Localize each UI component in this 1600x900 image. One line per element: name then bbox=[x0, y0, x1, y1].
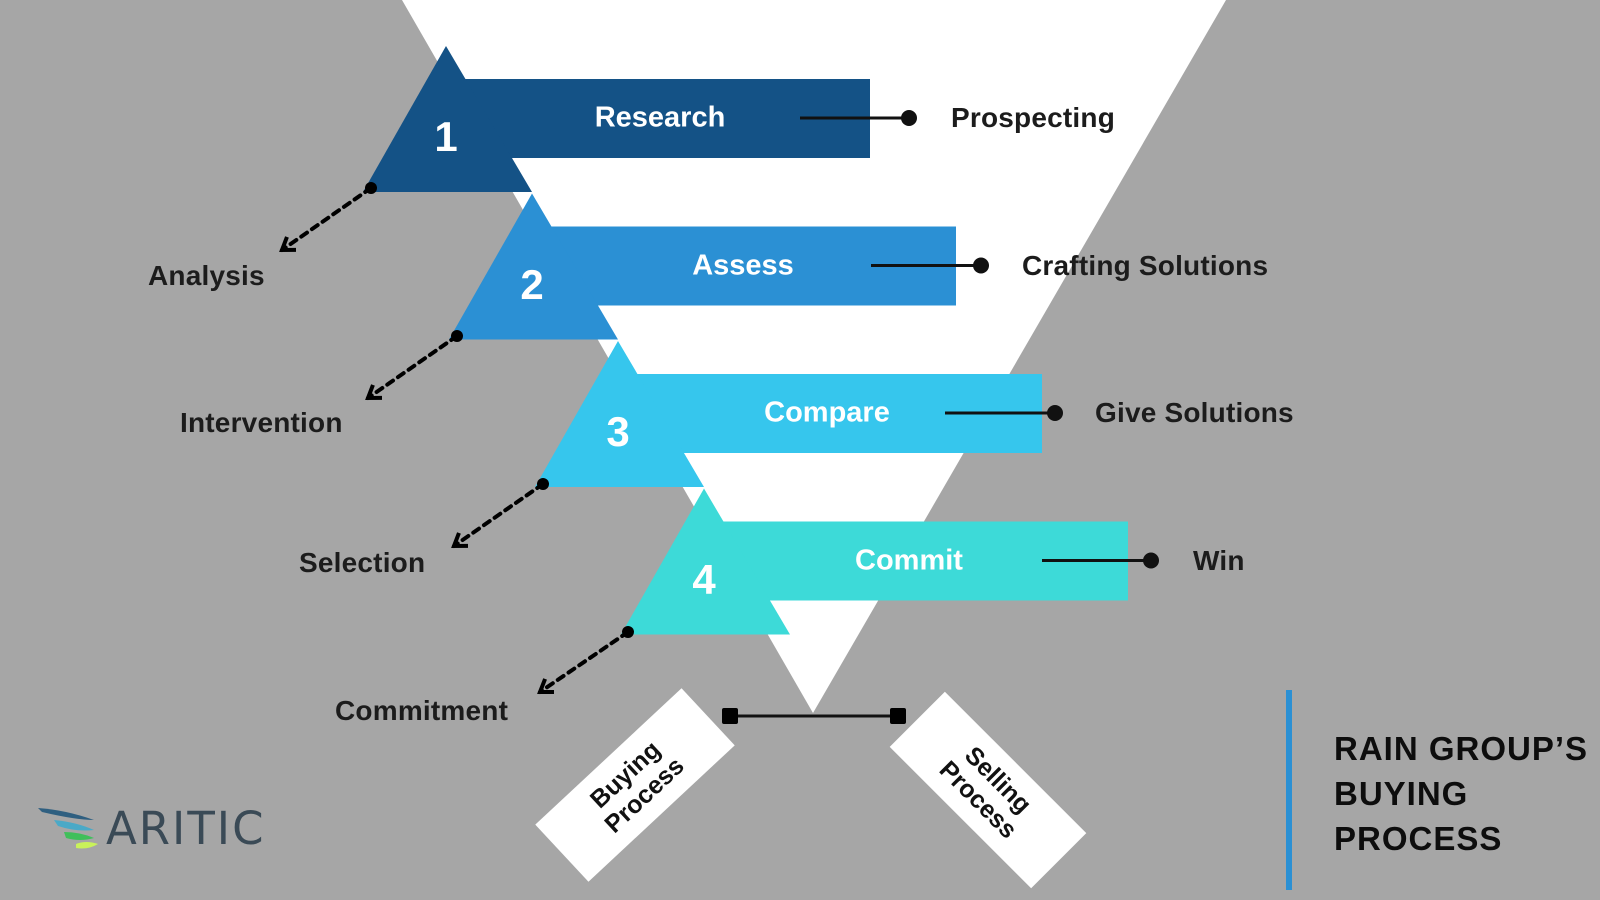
arrow-head-icon bbox=[365, 384, 383, 401]
arrow-head-icon bbox=[279, 236, 297, 253]
step-triangle bbox=[363, 46, 532, 192]
stage-arrow-dot bbox=[365, 182, 377, 194]
step-label: Compare bbox=[764, 396, 890, 429]
selling-outcome-label: Prospecting bbox=[951, 102, 1116, 133]
arrow-head-icon bbox=[537, 678, 555, 695]
page-title: RAIN GROUP’S BUYING PROCESS bbox=[1334, 726, 1588, 861]
process-bridge bbox=[722, 708, 906, 724]
step-triangle bbox=[621, 488, 790, 635]
arrow-head-icon bbox=[451, 532, 469, 549]
step-label: Commit bbox=[855, 544, 963, 576]
selling-outcome-label: Give Solutions bbox=[1095, 397, 1294, 428]
stage-dashed-arrow bbox=[538, 630, 630, 694]
stage-arrow-dot bbox=[537, 478, 549, 490]
stage-arrow-dot bbox=[451, 330, 463, 342]
aritic-logo: ARITIC bbox=[36, 802, 266, 856]
selling-outcome-label: Crafting Solutions bbox=[1022, 249, 1269, 281]
outcome-connector-dot bbox=[973, 257, 989, 274]
step-number: 2 bbox=[520, 260, 544, 308]
step-bar bbox=[440, 79, 870, 158]
outcome-connector-dot bbox=[1143, 552, 1159, 569]
step-label: Assess bbox=[692, 249, 794, 281]
step-number: 3 bbox=[606, 408, 630, 455]
stage-dashed-arrow bbox=[280, 186, 373, 252]
step-1-shape bbox=[363, 46, 870, 192]
title-line-3: PROCESS bbox=[1334, 820, 1503, 857]
stage-dashed-arrow bbox=[452, 482, 545, 548]
buyer-stage-label: Selection bbox=[299, 547, 426, 578]
buyer-stage-label: Commitment bbox=[335, 695, 509, 726]
outcome-connector-dot bbox=[901, 110, 917, 126]
step-2-shape bbox=[449, 193, 956, 340]
step-number: 1 bbox=[434, 113, 458, 160]
funnel-shape bbox=[402, 0, 1226, 713]
title-line-2: BUYING bbox=[1334, 775, 1469, 812]
step-triangle bbox=[449, 193, 618, 340]
outcome-connector-dot bbox=[1047, 405, 1063, 421]
stage-arrow-dot bbox=[622, 626, 634, 638]
title-line-1: RAIN GROUP’S bbox=[1334, 730, 1589, 767]
buyer-stage-label: Analysis bbox=[148, 260, 265, 291]
bridge-end-right bbox=[890, 708, 906, 724]
buyer-stage-label: Intervention bbox=[180, 407, 343, 438]
stage-dashed-arrow bbox=[366, 334, 459, 400]
step-label: Research bbox=[594, 101, 726, 134]
step-triangle bbox=[535, 341, 704, 487]
bridge-end-left bbox=[722, 708, 738, 724]
title-accent-bar bbox=[1286, 690, 1292, 890]
step-number: 4 bbox=[692, 555, 716, 603]
logo-text: ARITIC bbox=[106, 802, 266, 855]
selling-outcome-label: Win bbox=[1193, 544, 1245, 576]
wing-stripes-icon bbox=[38, 808, 98, 849]
